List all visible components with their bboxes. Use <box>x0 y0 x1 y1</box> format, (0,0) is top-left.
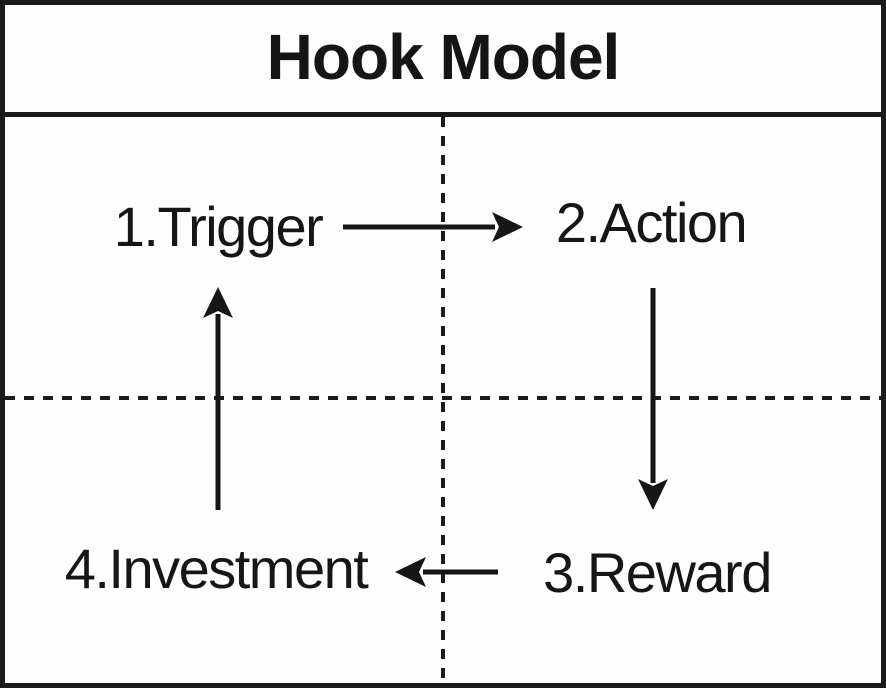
node-action: 2.Action <box>555 191 748 254</box>
arrow-investment-to-trigger <box>203 287 233 510</box>
vertical-dashed-divider <box>441 117 445 683</box>
node-reward: 3.Reward <box>543 541 772 604</box>
node-investment: 4.Investment <box>64 537 369 600</box>
node-trigger: 1.Trigger <box>113 195 324 258</box>
arrow-trigger-to-action <box>343 212 523 242</box>
arrows-layer <box>203 212 668 587</box>
diagram-title: Hook Model <box>266 20 621 93</box>
arrow-action-to-reward <box>638 288 668 510</box>
diagram-title-bar: Hook Model <box>5 5 881 117</box>
arrow-reward-to-investment <box>395 557 498 587</box>
horizontal-dashed-divider <box>5 396 881 400</box>
diagram-canvas: 1.Trigger 2.Action 3.Reward 4.Investment <box>5 117 881 683</box>
